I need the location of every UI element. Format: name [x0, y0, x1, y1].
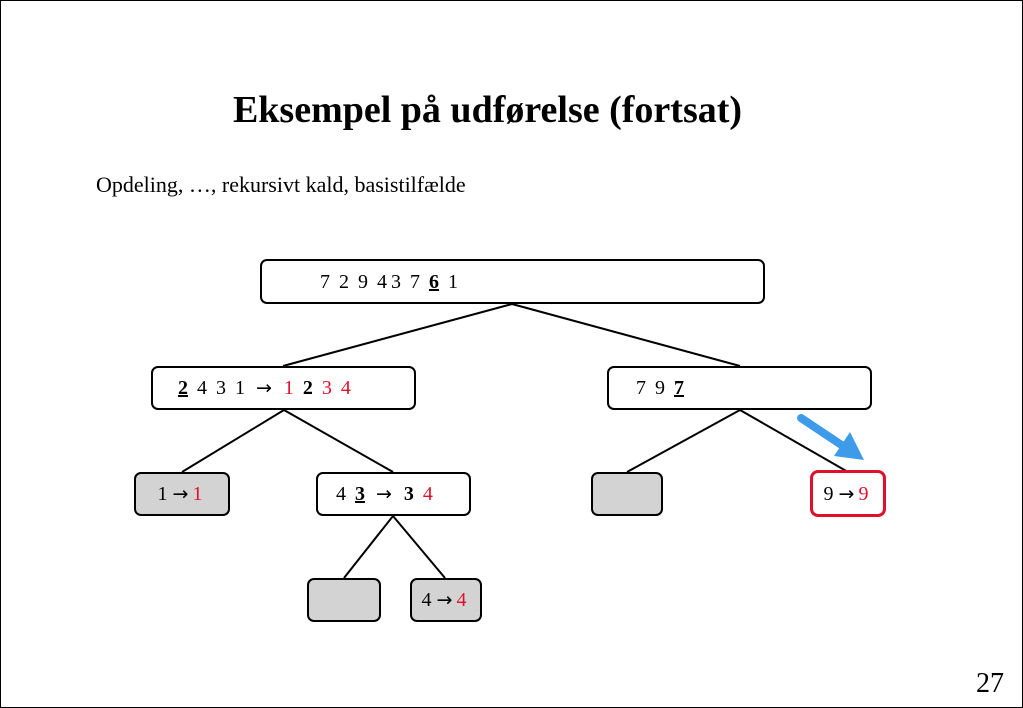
- tree-node-left-left: 1 → 1: [134, 472, 230, 516]
- token: 4: [197, 377, 207, 399]
- sorted-token: 3: [321, 377, 332, 399]
- arrow-icon: →: [376, 483, 392, 505]
- slide-title: Eksempel på udførelse (fortsat): [232, 89, 743, 131]
- token: 7: [636, 377, 646, 399]
- edge-right-rightright: [739, 409, 849, 473]
- tree-node-root: 7 2 9 4 3 7 6 1: [260, 259, 765, 304]
- token: 3: [391, 270, 401, 293]
- token: 4: [377, 270, 387, 293]
- token: 1: [448, 270, 458, 293]
- sorted-token: 4: [422, 483, 433, 505]
- slide-subtitle: Opdeling, …, rekursivt kald, basistilfæl…: [96, 172, 466, 197]
- edge-root-left: [282, 303, 513, 367]
- tree-node-right-left: [591, 472, 663, 516]
- token: 9: [655, 377, 665, 399]
- token: 4: [336, 483, 346, 505]
- pivot-token: 3: [355, 483, 365, 505]
- edge-leftright-left: [343, 515, 394, 579]
- tree-node-right-right-current: 9 → 9: [810, 470, 886, 517]
- token: 9: [823, 482, 834, 505]
- pivot-token: 2: [178, 377, 188, 399]
- edge-root-right: [511, 303, 741, 367]
- token: 7: [320, 270, 330, 293]
- tree-node-left-right-right: 4 → 4: [410, 578, 482, 622]
- pivot-result-token: 3: [403, 483, 414, 505]
- sorted-token: 4: [456, 589, 467, 611]
- token: 1: [157, 483, 168, 505]
- tree-node-left: 2 4 3 1 → 1 2 3 4: [151, 366, 416, 410]
- tree-node-left-right-left: [307, 578, 381, 622]
- arrow-icon: →: [172, 483, 189, 505]
- pivot-token: 7: [674, 377, 684, 399]
- token: 2: [339, 270, 349, 293]
- arrow-icon: →: [838, 482, 855, 505]
- arrow-icon: →: [436, 589, 453, 611]
- tree-node-right: 7 9 7: [607, 366, 872, 410]
- arrow-icon: →: [256, 377, 272, 399]
- tree-node-left-right: 4 3 → 3 4: [316, 472, 471, 516]
- sorted-token: 9: [858, 482, 869, 505]
- edge-leftright-right: [392, 515, 446, 579]
- sorted-token: 4: [340, 377, 351, 399]
- token: 9: [358, 270, 368, 293]
- token: 4: [421, 589, 432, 611]
- edge-left-leftright: [283, 409, 394, 473]
- pivot-token: 6: [429, 270, 439, 293]
- token: 3: [216, 377, 226, 399]
- page-number: 27: [976, 668, 1004, 699]
- token: 1: [235, 377, 245, 399]
- edge-right-rightleft: [626, 409, 741, 473]
- sorted-token: 1: [283, 377, 294, 399]
- pointer-arrow-icon: [797, 414, 864, 460]
- edge-left-leftleft: [181, 409, 285, 473]
- sorted-token: 1: [192, 483, 203, 505]
- token: 7: [410, 270, 420, 293]
- pivot-result-token: 2: [302, 377, 313, 399]
